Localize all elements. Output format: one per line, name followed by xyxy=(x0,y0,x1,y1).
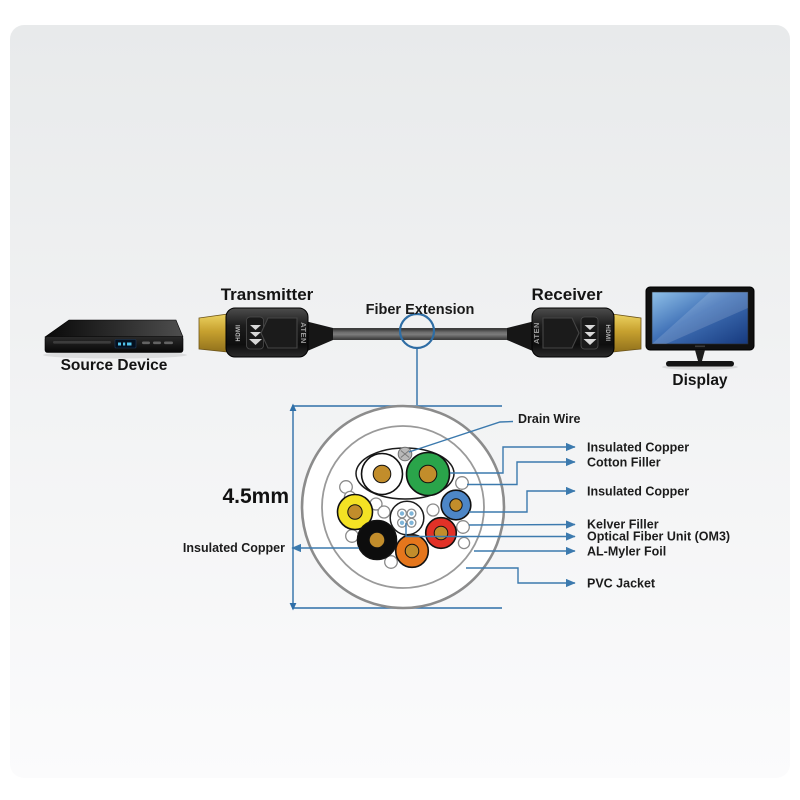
badge-chevron-icon xyxy=(250,325,261,330)
fiber-core-dot xyxy=(399,520,405,525)
wire-copper-core xyxy=(368,531,386,549)
aten-brand-text: ATEN xyxy=(532,322,541,344)
led-display xyxy=(114,339,137,349)
filler-strand xyxy=(455,476,469,490)
content-panel xyxy=(10,25,790,778)
wire-copper-core xyxy=(347,504,363,520)
screen-sheen xyxy=(652,292,748,344)
fiber-core-dot xyxy=(409,511,414,516)
wire-green xyxy=(405,451,451,497)
drain-wire xyxy=(397,446,413,462)
receiver-label: Receiver xyxy=(532,285,603,304)
wire-copper-core xyxy=(449,498,463,512)
player-button xyxy=(142,341,150,345)
transmitter-connector: HDMI ATEN xyxy=(198,307,333,358)
wire-red xyxy=(424,516,458,550)
monitor-screen xyxy=(651,291,749,345)
callout-cotton-filler: Cotton Filler xyxy=(587,456,661,470)
filler-strand xyxy=(384,555,398,569)
monitor-stand-base xyxy=(666,361,734,367)
diameter-label: 4.5mm xyxy=(222,485,289,508)
badge-chevron-icon xyxy=(583,339,597,345)
callout-insulated-copper-2: Insulated Copper xyxy=(587,485,689,499)
dimension-arrow-down-icon xyxy=(289,603,297,611)
display-label: Display xyxy=(672,372,728,389)
filler-strand xyxy=(457,536,471,550)
callout-kelver-filler: Kelver Filler xyxy=(587,518,659,532)
leader-drain-wire xyxy=(408,420,514,453)
filler-strand xyxy=(426,503,440,517)
connector-panel-outline xyxy=(542,317,580,349)
dimension-arrow-up-icon xyxy=(289,403,297,411)
source-device-shadow xyxy=(43,351,187,359)
fiber-core-dot xyxy=(409,520,414,525)
wire-copper-core xyxy=(433,525,449,541)
wire-blue xyxy=(440,489,472,521)
connector-panel-outline xyxy=(260,317,298,349)
source-device-label: Source Device xyxy=(61,357,168,374)
wire-white xyxy=(360,452,404,496)
leader-insulated-copper-2 xyxy=(469,486,576,513)
fiber-extension-label: Fiber Extension xyxy=(366,302,475,318)
leader-kelver-filler xyxy=(468,520,576,529)
callout-pvc-jacket: PVC Jacket xyxy=(587,577,656,591)
optical-fiber-unit xyxy=(389,500,425,536)
wire-orange xyxy=(394,533,430,569)
badge-chevron-icon xyxy=(584,332,596,337)
hdmi-port-text: HDMI xyxy=(604,325,610,342)
strain-relief xyxy=(507,321,535,352)
drain-hatch xyxy=(400,450,410,458)
transmitter-label: Transmitter xyxy=(221,285,314,304)
monitor-logo xyxy=(695,345,705,348)
hdmi-plug xyxy=(611,313,642,353)
disc-tray-slot xyxy=(53,341,111,344)
hdmi-plug xyxy=(198,313,229,353)
monitor-stand-neck xyxy=(695,350,705,361)
player-button xyxy=(164,341,173,345)
source-device-illustration xyxy=(43,319,187,359)
leader-insulated-copper-1 xyxy=(450,442,576,474)
filler-strand xyxy=(456,520,470,534)
callout-drain-wire: Drain Wire xyxy=(518,412,580,426)
leader-cotton-filler xyxy=(467,457,576,486)
callout-insulated-copper-left: Insulated Copper xyxy=(183,541,285,555)
led-digit xyxy=(127,342,132,346)
hdmi-port-text: HDMI xyxy=(236,325,242,342)
led-digit xyxy=(123,342,126,346)
badge-chevron-icon xyxy=(584,325,596,330)
callout-optical-fiber-unit: Optical Fiber Unit (OM3) xyxy=(587,530,730,544)
wire-yellow xyxy=(336,493,374,531)
callout-al-myler-foil: AL-Myler Foil xyxy=(587,545,666,559)
filler-strand xyxy=(345,529,359,543)
player-button xyxy=(153,341,161,345)
leader-optical-fiber-unit xyxy=(405,523,576,541)
source-device-top xyxy=(44,319,184,338)
fiber-core-dot xyxy=(399,511,405,516)
source-device-front xyxy=(44,336,184,353)
leader-pvc-jacket xyxy=(466,567,576,588)
wire-copper-core xyxy=(404,543,420,559)
strain-relief xyxy=(305,321,333,352)
led-digit xyxy=(118,342,121,346)
filler-strand xyxy=(377,505,391,519)
fiber-cable xyxy=(299,328,543,340)
display-monitor xyxy=(645,286,755,370)
callout-insulated-copper-1: Insulated Copper xyxy=(587,441,689,455)
badge-chevron-icon xyxy=(250,332,261,337)
fiber-unit-tube xyxy=(389,500,425,536)
wire-copper-core xyxy=(372,464,392,484)
cable-cross-section: 4.5mm xyxy=(183,403,730,611)
badge-chevron-icon xyxy=(249,339,262,345)
receiver-connector: ATEN HDMI xyxy=(507,307,642,358)
fiber-extension-marker xyxy=(398,312,436,350)
wire-copper-core xyxy=(418,464,438,484)
wire-black xyxy=(356,519,398,561)
aten-brand-text: ATEN xyxy=(299,322,308,344)
